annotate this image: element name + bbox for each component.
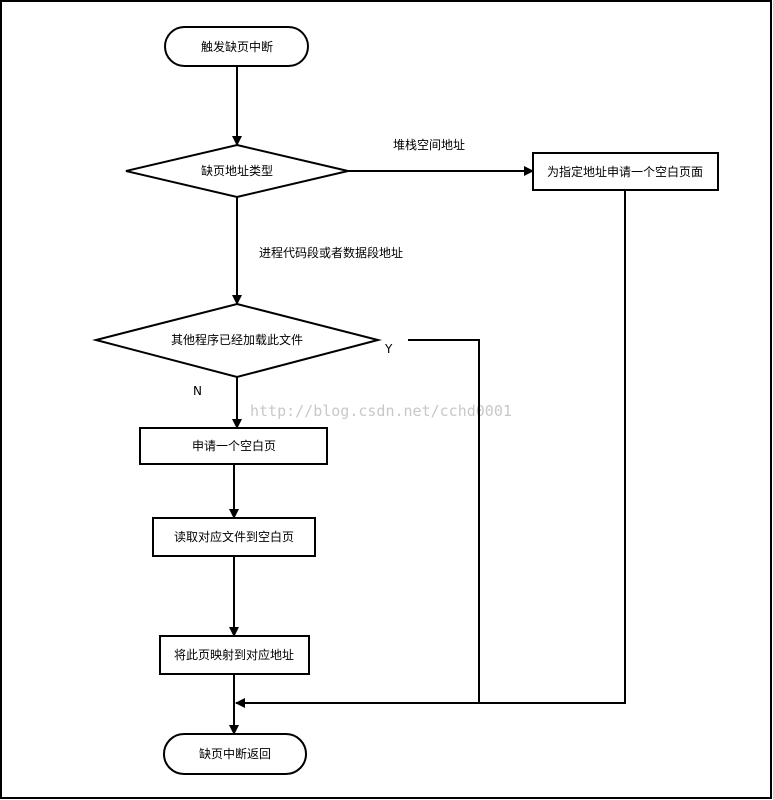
end-label: 缺页中断返回 (199, 746, 271, 761)
edge-label-code-data: 进程代码段或者数据段地址 (259, 245, 403, 260)
start-label: 触发缺页中断 (201, 39, 273, 54)
address-type-decision (125, 143, 349, 199)
read-file-label: 读取对应文件到空白页 (174, 529, 294, 544)
map-page-label: 将此页映射到对应地址 (174, 647, 294, 662)
other-program-loaded-decision (92, 302, 382, 379)
edge-label-no: N (193, 384, 202, 398)
watermark: http://blog.csdn.net/cchd0001 (250, 402, 512, 420)
alloc-blank-page-for-address-label: 为指定地址申请一个空白页面 (547, 164, 703, 179)
read-file-node (152, 517, 316, 557)
alloc-blank-page-for-address-node (532, 152, 719, 191)
other-program-loaded-label: 其他程序已经加载此文件 (171, 332, 303, 347)
end-node (163, 733, 307, 775)
edge-label-stack: 堆栈空间地址 (393, 137, 465, 152)
map-page-node (159, 635, 310, 675)
address-type-label: 缺页地址类型 (201, 163, 273, 178)
edge-yes-path (408, 339, 480, 703)
start-node (164, 26, 309, 67)
alloc-blank-page-node (139, 427, 328, 465)
edge-stack-return (235, 190, 626, 708)
edge-label-yes: Y (384, 342, 393, 356)
alloc-blank-page-label: 申请一个空白页 (192, 438, 276, 453)
